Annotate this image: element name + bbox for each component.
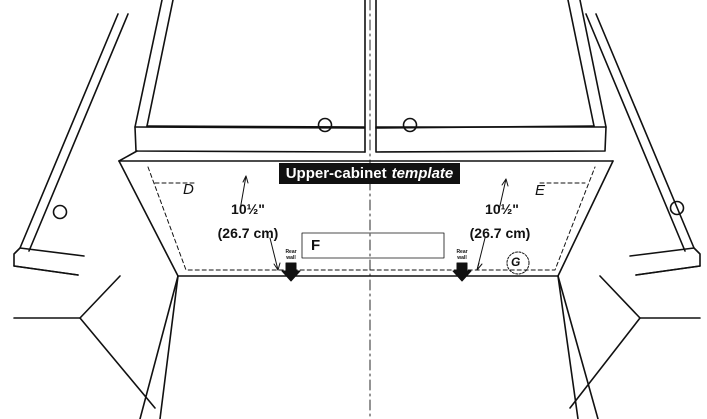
left-upper-cabinet-door — [118, 0, 366, 162]
template-banner: Upper-cabinet template — [279, 163, 460, 184]
template-title-right: template — [391, 165, 454, 182]
rear-wall-label-left: Rear wall — [281, 249, 301, 261]
right-side-cabinet — [585, 13, 701, 276]
template-title-left: Upper-cabinet — [285, 165, 387, 182]
lower-wall-recess — [13, 275, 701, 419]
template-box-f — [301, 232, 445, 259]
label-e: E — [535, 182, 546, 199]
label-f: F — [311, 237, 321, 254]
rear-wall-left-line1: Rear — [285, 249, 297, 255]
rear-wall-right-line2: wall — [457, 254, 467, 261]
rear-wall-right-line1: Rear — [456, 249, 468, 255]
label-d: D — [183, 181, 194, 198]
left-dimension-cm: (26.7 cm) — [217, 225, 279, 241]
right-door-knob — [402, 117, 418, 133]
left-dimension-inches: 10½" — [231, 201, 265, 217]
rear-wall-left-line2: wall — [286, 254, 296, 261]
right-side-knob — [669, 200, 685, 216]
right-dimension-inches: 10½" — [485, 201, 519, 217]
right-upper-cabinet-door — [375, 0, 607, 153]
g-badge-circle — [506, 251, 530, 275]
rear-wall-label-right: Rear wall — [452, 249, 472, 261]
left-side-knob — [52, 204, 68, 220]
dimension-arrows — [239, 175, 509, 271]
left-side-cabinet — [13, 13, 129, 276]
label-g: G — [511, 255, 521, 269]
rear-wall-arrow-right-icon — [452, 262, 472, 282]
right-dimension-cm: (26.7 cm) — [469, 225, 531, 241]
rear-wall-arrow-left-icon — [281, 262, 301, 282]
hood-template-box — [118, 160, 614, 277]
left-door-knob — [317, 117, 333, 133]
